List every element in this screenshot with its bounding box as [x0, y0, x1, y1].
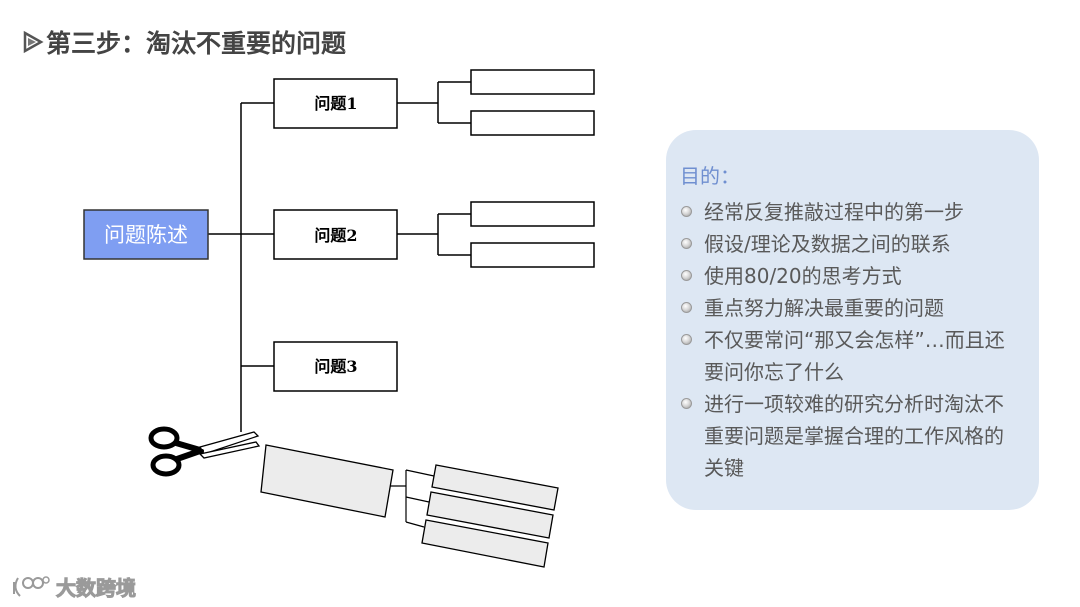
tree-connectors — [208, 81, 471, 432]
issue-node-3-label: 问题3 — [314, 357, 357, 376]
watermark-text: 大数跨境 — [56, 576, 137, 601]
list-item: 进行一项较难的研究分析时淘汰不重要问题是掌握合理的工作风格的关键 — [680, 388, 1023, 484]
list-item: 经常反复推敲过程中的第一步 — [680, 196, 1023, 228]
discarded-sub-box — [421, 519, 549, 568]
list-item-text: 假设/理论及数据之间的联系 — [704, 232, 951, 256]
watermark-logo-icon — [13, 575, 50, 597]
discarded-issue-box — [260, 444, 394, 518]
list-item: 不仅要常问“那又会怎样”…而且还要问你忘了什么 — [680, 324, 1023, 388]
list-item: 假设/理论及数据之间的联系 — [680, 228, 1023, 260]
list-item-text: 不仅要常问“那又会怎样”…而且还要问你忘了什么 — [704, 328, 1005, 384]
issue-node-2-label: 问题2 — [314, 226, 357, 245]
bullet-dot-icon — [681, 302, 692, 313]
list-item-text: 使用80/20的思考方式 — [704, 264, 902, 288]
watermark: 大数跨境 — [10, 572, 137, 601]
bullet-dot-icon — [681, 398, 692, 409]
list-item: 重点努力解决最重要的问题 — [680, 292, 1023, 324]
issue-tree-diagram: 问题陈述 问题1 问题2 问题3 — [83, 69, 595, 568]
bullet-dot-icon — [681, 270, 692, 281]
scissors-icon — [148, 426, 261, 477]
root-node-label: 问题陈述 — [104, 223, 188, 247]
sub-issue-box — [470, 201, 595, 227]
list-item-text: 经常反复推敲过程中的第一步 — [704, 200, 964, 224]
play-arrow-icon — [23, 30, 44, 54]
list-item: 使用80/20的思考方式 — [680, 260, 1023, 292]
purpose-list: 经常反复推敲过程中的第一步 假设/理论及数据之间的联系 使用80/20的思考方式… — [680, 196, 1023, 484]
bullet-dot-icon — [681, 206, 692, 217]
discarded-sub-box — [426, 491, 554, 539]
issue-node-1 — [273, 78, 398, 129]
bullet-dot-icon — [681, 334, 692, 345]
issue-node-2 — [273, 209, 398, 260]
slide-title: 第三步：淘汰不重要的问题 — [22, 24, 346, 60]
purpose-panel: 目的： 经常反复推敲过程中的第一步 假设/理论及数据之间的联系 使用80/20的… — [666, 130, 1039, 510]
panel-heading: 目的： — [680, 164, 740, 188]
bullet-dot-icon — [681, 238, 692, 249]
root-node — [83, 209, 209, 260]
slide-title-text: 第三步：淘汰不重要的问题 — [46, 29, 347, 58]
sub-issue-box — [470, 110, 595, 136]
issue-node-1-label: 问题1 — [314, 94, 357, 113]
list-item-text: 重点努力解决最重要的问题 — [704, 296, 944, 320]
list-item-text: 进行一项较难的研究分析时淘汰不重要问题是掌握合理的工作风格的关键 — [704, 392, 1004, 480]
discarded-sub-box — [431, 464, 559, 511]
discarded-branch — [260, 444, 559, 568]
issue-node-3 — [273, 341, 398, 392]
sub-issue-box — [470, 69, 595, 95]
sub-issue-box — [470, 242, 595, 268]
